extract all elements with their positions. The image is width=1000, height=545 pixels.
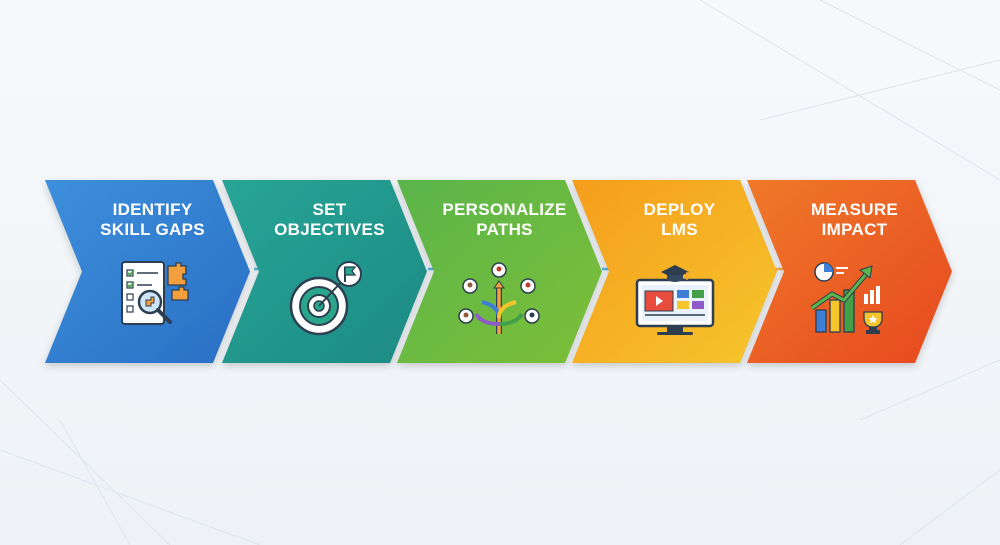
step-label-line2: OBJECTIVES — [274, 220, 385, 239]
target-flag-icon — [289, 261, 362, 336]
step-label-line2: IMPACT — [821, 220, 888, 239]
step-label-line1: PERSONALIZE — [442, 200, 567, 219]
chevron-shape — [222, 180, 427, 363]
step-measure-impact: MEASURE IMPACT — [747, 180, 952, 363]
step-identify-skill-gaps: IDENTIFY SKILL GAPS — [45, 180, 250, 363]
checklist-magnifier-puzzle-icon — [121, 261, 189, 325]
step-label-line1: SET — [312, 200, 347, 219]
step-label-line2: PATHS — [476, 220, 533, 239]
step-personalize-paths: PERSONALIZE PATHS — [397, 180, 602, 363]
step-label: DEPLOY LMS — [602, 200, 757, 240]
step-label: IDENTIFY SKILL GAPS — [75, 200, 230, 240]
step-label: PERSONALIZE PATHS — [427, 200, 582, 240]
chevron-shape — [747, 180, 952, 363]
step-label-line2: SKILL GAPS — [100, 220, 205, 239]
step-label-line1: DEPLOY — [643, 200, 716, 219]
monitor-graduation-cap-icon — [635, 265, 715, 335]
step-label: SET OBJECTIVES — [252, 200, 407, 240]
step-label-line2: LMS — [661, 220, 698, 239]
branching-paths-people-icon — [458, 262, 540, 334]
step-label: MEASURE IMPACT — [777, 200, 932, 240]
step-label-line1: IDENTIFY — [112, 200, 193, 219]
growth-chart-trophy-icon — [810, 262, 883, 334]
step-label-line1: MEASURE — [810, 200, 899, 219]
step-deploy-lms: DEPLOY LMS — [572, 180, 777, 363]
step-set-objectives: SET OBJECTIVES — [222, 180, 427, 363]
